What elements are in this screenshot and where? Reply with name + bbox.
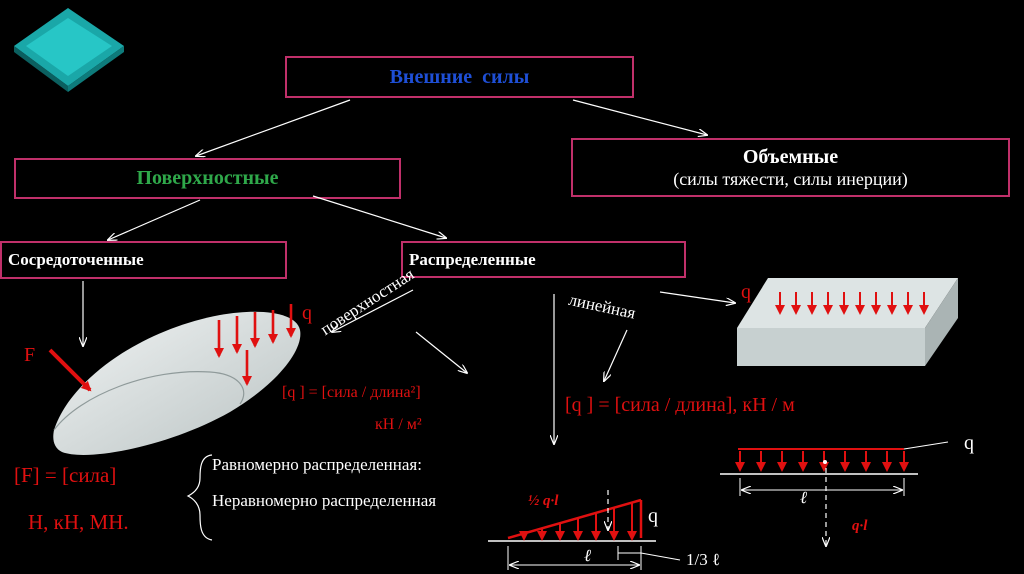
one-third-label: 1/3 ℓ [686, 550, 721, 569]
nonuniform-load-label: Неравномерно распределенная [212, 491, 437, 510]
curved-surface-body [53, 311, 301, 455]
ell-uniform-label: ℓ [800, 488, 808, 507]
half-ql-label: ½ q·l [528, 493, 559, 509]
distributed-box: Распределенные [401, 241, 686, 278]
uniform-load-label: Равномерно распределенная: [212, 455, 422, 474]
F-units-list: Н, кН, МН. [28, 510, 129, 534]
external-forces-box: Внешние силы [285, 56, 634, 98]
surface-forces-title: Поверхностные [136, 167, 279, 189]
slab-body [737, 278, 958, 366]
q-linear-formula: [q ] = [сила / длина], кН / м [565, 394, 795, 416]
force-F-label: F [24, 344, 36, 366]
q-area-formula: [q ] = [сила / длина²] [282, 384, 421, 401]
external-forces-title: Внешние силы [389, 65, 530, 88]
connector-arrows [83, 99, 735, 444]
teal-diamond-icon [14, 8, 124, 92]
q-area-units: кН / м² [375, 416, 422, 433]
force-F-arrow [48, 348, 92, 392]
q-right-label: q [964, 432, 974, 454]
concentrated-title: Сосредоточенные [8, 250, 144, 269]
surface-forces-box: Поверхностные [14, 158, 401, 199]
bracket [186, 454, 213, 541]
volume-forces-subtitle: (силы тяжести, силы инерции) [673, 168, 908, 189]
slab-load-arrows [775, 292, 929, 315]
q-slab-label: q [741, 281, 751, 303]
surface-load-arrows [214, 304, 296, 386]
q-top-label: q [302, 302, 312, 324]
ell-tri-label: ℓ [584, 546, 592, 565]
volume-forces-title: Объемные [742, 145, 839, 168]
volume-forces-box: Объемные (силы тяжести, силы инерции) [571, 138, 1010, 197]
concentrated-box: Сосредоточенные [0, 241, 287, 279]
F-units-formula: [F] = [сила] [14, 463, 117, 487]
triangular-load-diagram [488, 490, 681, 570]
distributed-title: Распределенные [409, 249, 536, 269]
ql-label: q·l [852, 518, 868, 534]
q-tri-label: q [648, 505, 658, 527]
uniform-load-diagram [720, 441, 949, 546]
